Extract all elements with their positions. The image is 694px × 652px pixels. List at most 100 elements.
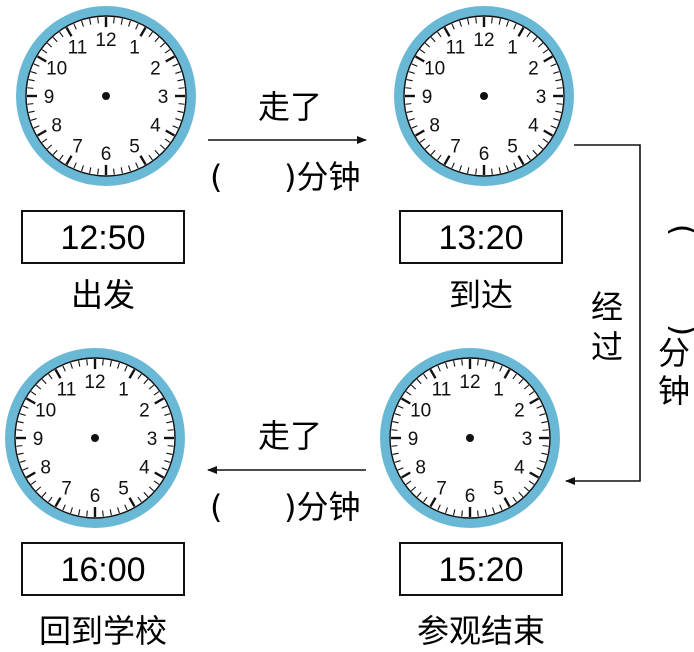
minute-tick (408, 71, 415, 74)
minute-tick (513, 23, 517, 30)
minute-tick (459, 20, 462, 27)
minute-tick (175, 71, 182, 74)
minute-tick (135, 23, 139, 30)
minute-tick (164, 413, 171, 416)
minute-tick (397, 405, 404, 409)
clock-center-dot (466, 434, 474, 442)
minute-tick (537, 42, 544, 48)
minute-tick (542, 429, 549, 431)
minute-tick (109, 360, 112, 367)
minute-tick (78, 360, 81, 367)
hour-tick (139, 155, 147, 166)
dial-numeral: 3 (522, 429, 533, 450)
minute-tick (166, 452, 173, 455)
minute-tick (41, 378, 47, 385)
minute-tick (542, 445, 549, 447)
minute-tick (70, 362, 73, 369)
minute-tick (27, 103, 34, 105)
minute-tick (526, 154, 531, 161)
minute-tick (86, 359, 88, 366)
dial-numeral: 5 (493, 478, 504, 499)
hour-tick (65, 155, 73, 166)
hour-tick (36, 55, 47, 63)
minute-tick (89, 18, 92, 25)
dial-numeral: 6 (465, 486, 476, 507)
minute-tick (475, 168, 477, 175)
minute-tick (109, 509, 112, 516)
minute-tick (153, 391, 160, 396)
dial-numeral: 12 (459, 372, 480, 393)
minute-tick (477, 359, 479, 366)
minute-tick (59, 31, 64, 38)
minute-tick (453, 509, 456, 516)
minute-tick (445, 507, 448, 514)
minute-tick (30, 391, 37, 396)
clock-center-dot (480, 92, 488, 100)
minute-tick (164, 460, 171, 463)
minute-tick (22, 405, 29, 409)
dial-numeral: 3 (147, 429, 158, 450)
minute-tick (542, 138, 549, 143)
hour-tick (543, 129, 554, 137)
minute-tick (555, 79, 562, 82)
minute-tick (86, 510, 88, 517)
dial-numeral: 12 (95, 30, 116, 51)
minute-tick (411, 125, 418, 129)
dial-numeral: 6 (90, 486, 101, 507)
dial-numeral: 9 (33, 429, 44, 450)
minute-tick (27, 87, 34, 89)
minute-tick (550, 63, 557, 67)
minute-tick (128, 165, 131, 172)
flow-top: 走了 ( )分钟 (208, 88, 367, 196)
minute-tick (437, 365, 441, 372)
minute-tick (419, 138, 426, 143)
minute-tick (491, 17, 493, 24)
minute-tick (148, 154, 153, 161)
bottom-open-paren: ( (210, 488, 222, 526)
minute-tick (506, 165, 509, 172)
minute-tick (536, 467, 543, 471)
minute-tick (506, 20, 509, 27)
dial-numeral: 6 (479, 144, 490, 165)
dial-numeral: 8 (51, 116, 62, 137)
minute-tick (451, 162, 455, 169)
hour-tick (414, 55, 425, 63)
minute-tick (30, 480, 37, 485)
minute-tick (430, 149, 436, 156)
minute-tick (128, 20, 131, 27)
hour-tick (54, 497, 62, 508)
minute-tick (73, 162, 77, 169)
minute-tick (30, 71, 37, 74)
minute-tick (135, 162, 139, 169)
minute-tick (492, 507, 495, 514)
flow-right: 经 过 ( ) 分 钟 (565, 144, 694, 485)
dial-numeral: 11 (68, 38, 88, 59)
dial-numeral: 4 (528, 116, 539, 137)
hour-tick (429, 368, 437, 379)
minute-tick (424, 144, 431, 150)
minute-tick (518, 378, 524, 385)
hour-tick (529, 471, 540, 479)
caption-depart: 出发 (71, 276, 135, 314)
minute-tick (164, 49, 171, 54)
right-minutes-char2: 钟 (658, 372, 690, 410)
minute-tick (137, 373, 142, 380)
dial-numeral: 11 (446, 38, 466, 59)
time-depart: 12:50 (60, 219, 145, 257)
minute-tick (120, 18, 123, 25)
minute-tick (164, 138, 171, 143)
hour-tick (529, 397, 540, 405)
dial-numeral: 8 (40, 458, 51, 479)
minute-tick (406, 110, 413, 113)
minute-tick (41, 138, 48, 143)
time-return: 16:00 (60, 551, 145, 589)
hour-tick (517, 26, 525, 37)
minute-tick (539, 413, 546, 416)
minute-tick (523, 486, 530, 492)
minute-tick (405, 480, 412, 485)
hour-tick (25, 471, 36, 479)
top-open-paren: ( (210, 158, 222, 196)
dial-numeral: 3 (536, 87, 547, 108)
minute-tick (526, 31, 531, 38)
minute-tick (97, 17, 99, 24)
